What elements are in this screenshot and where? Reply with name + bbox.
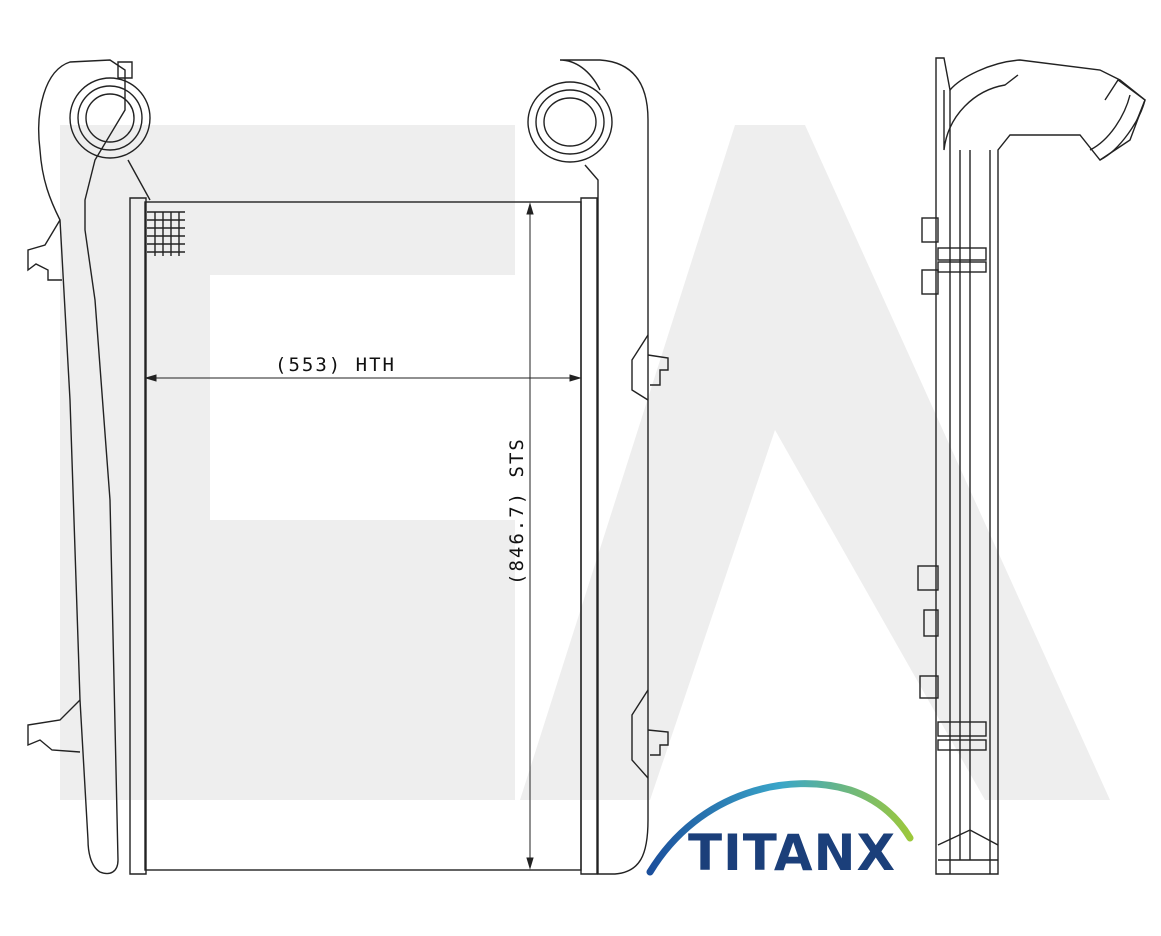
logo-arc — [646, 780, 914, 876]
height-dimension-label: (846.7) STS — [506, 437, 528, 585]
width-dimension-label: (553) HTH — [275, 354, 396, 376]
right-inlet — [527, 81, 613, 163]
logo-text: TITANX — [688, 824, 896, 882]
side-view — [917, 57, 1146, 875]
watermark-logo — [60, 125, 1110, 800]
right-tank — [580, 197, 598, 875]
left-inlet — [69, 77, 151, 159]
fin-detail — [147, 211, 185, 256]
dimension-lines — [144, 202, 582, 870]
left-tank — [129, 197, 147, 875]
titanx-logo: TITANX — [646, 780, 914, 882]
front-view — [27, 59, 669, 875]
